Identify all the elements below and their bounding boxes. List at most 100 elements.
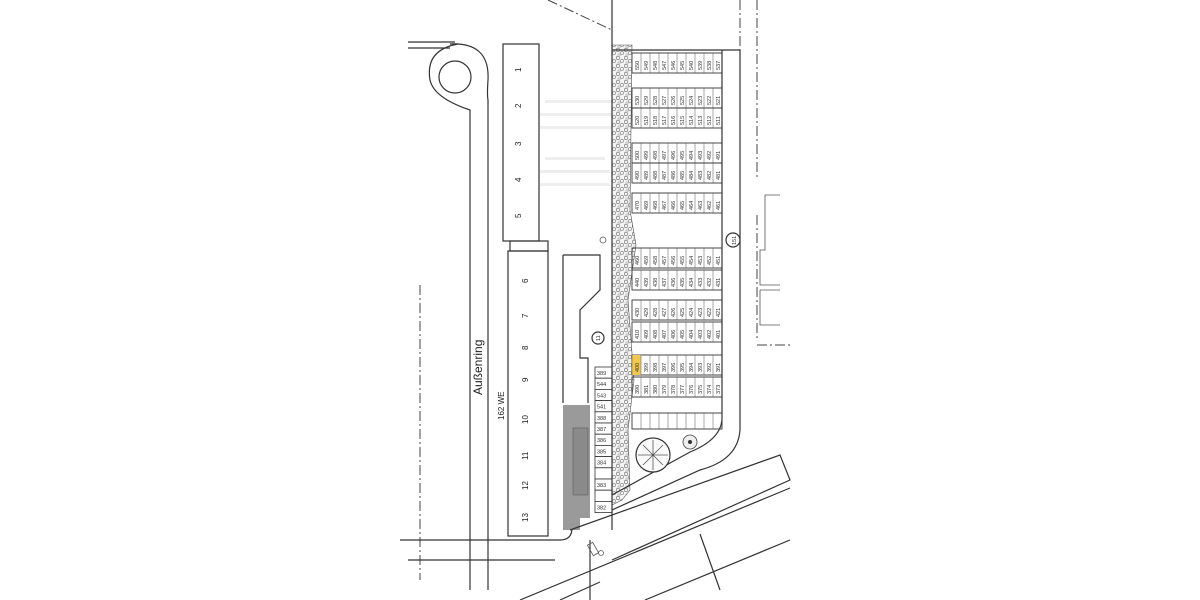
parking-space-number: 379 — [662, 385, 668, 394]
parking-space-number: 524 — [689, 96, 695, 105]
parking-space-number: 435 — [680, 278, 686, 287]
parking-space-number: 410 — [635, 330, 641, 339]
parking-space-number: 467 — [662, 201, 668, 210]
parking-space-number: 486 — [671, 171, 677, 180]
garage-number: 388 — [597, 416, 606, 422]
garage-number: 382 — [597, 505, 606, 511]
parking-space-number: 538 — [707, 61, 713, 70]
parking-space-number: 424 — [689, 308, 695, 317]
parking-space-number: 391 — [716, 363, 722, 372]
parking-space-number: 514 — [689, 116, 695, 125]
parking-space-number: 460 — [635, 256, 641, 265]
parking-space-number: 436 — [671, 278, 677, 287]
parking-space-number: 426 — [671, 308, 677, 317]
parking-space-number: 499 — [644, 151, 650, 160]
parking-space-number: 434 — [689, 278, 695, 287]
parking-space-number: 527 — [662, 96, 668, 105]
building-unit-label: 9 — [521, 377, 530, 382]
parking-space-number: 407 — [662, 330, 668, 339]
faint-scan-text — [540, 100, 615, 186]
parking-space-number: 517 — [662, 116, 668, 125]
building-unit-label: 5 — [514, 213, 523, 218]
parking-space-number: 376 — [689, 385, 695, 394]
parking-space-number: 497 — [662, 151, 668, 160]
parking-space-number: 496 — [671, 151, 677, 160]
parking-space-number: 492 — [707, 151, 713, 160]
parking-space-number: 550 — [635, 61, 641, 70]
parking-space-number: 401 — [716, 330, 722, 339]
parking-space-number: 482 — [707, 171, 713, 180]
parking-space-number: 378 — [671, 385, 677, 394]
shaded-garage-block — [563, 405, 590, 530]
parking-space-number: 529 — [644, 96, 650, 105]
garage-number: 389 — [597, 371, 606, 377]
parking-space-number: 494 — [689, 151, 695, 160]
parking-space-number: 528 — [653, 96, 659, 105]
building-unit-label: 13 — [521, 513, 530, 522]
parking-space-number: 392 — [707, 363, 713, 372]
parking-space-number: 466 — [671, 201, 677, 210]
parking-space-number: 408 — [653, 330, 659, 339]
parking-space-number: 513 — [698, 116, 704, 125]
parking-space-number: 461 — [716, 201, 722, 210]
parking-space-number: 469 — [644, 201, 650, 210]
parking-space-number: 406 — [671, 330, 677, 339]
parking-space-number: 495 — [680, 151, 686, 160]
plot-marker-151: 151 — [732, 236, 738, 245]
parking-space-number: 453 — [698, 256, 704, 265]
building-unit-label: 3 — [514, 141, 523, 146]
building-unit-label: 4 — [514, 177, 523, 182]
parking-space-number: 549 — [644, 61, 650, 70]
parking-space-number: 380 — [653, 385, 659, 394]
garage-number: 384 — [597, 461, 606, 467]
parking-space-number: 397 — [662, 363, 668, 372]
street-label: Außenring — [471, 340, 485, 395]
parking-space-number: 537 — [716, 61, 722, 70]
parking-space-number: 402 — [707, 330, 713, 339]
parking-space-number: 404 — [689, 330, 695, 339]
parking-space-number: 440 — [635, 278, 641, 287]
garage-number: 385 — [597, 449, 606, 455]
parking-space-number: 429 — [644, 308, 650, 317]
parking-space-number: 481 — [716, 171, 722, 180]
parking-space-number: 396 — [671, 363, 677, 372]
garage-number: 541 — [597, 405, 606, 411]
parking-space-number: 491 — [716, 151, 722, 160]
parking-space-number: 456 — [671, 256, 677, 265]
parking-space-number: 374 — [707, 385, 713, 394]
parking-space-number: 511 — [716, 116, 722, 125]
parking-space-number: 390 — [635, 385, 641, 394]
parking-space-number: 487 — [662, 171, 668, 180]
parking-space-number: 521 — [716, 96, 722, 105]
parking-space-number: 394 — [689, 363, 695, 372]
parking-space-number: 431 — [716, 278, 722, 287]
parking-space-number: 462 — [707, 201, 713, 210]
parking-space-number: 485 — [680, 171, 686, 180]
plot-marker-151-circle — [725, 232, 741, 248]
parking-space-number: 526 — [671, 96, 677, 105]
building-unit-label: 12 — [521, 481, 530, 490]
parking-space-number: 547 — [662, 61, 668, 70]
parking-space-number: 438 — [653, 278, 659, 287]
parking-space-number: 423 — [698, 308, 704, 317]
parking-space-number: 488 — [653, 171, 659, 180]
garage-number: 544 — [597, 382, 606, 388]
highlighted-space[interactable] — [632, 355, 641, 375]
parking-space-number: 377 — [680, 385, 686, 394]
parking-space-number: 546 — [671, 61, 677, 70]
parking-space-number: 470 — [635, 201, 641, 210]
parking-space-number: 515 — [680, 116, 686, 125]
parking-space-number: 512 — [707, 116, 713, 125]
parking-space-number: 428 — [653, 308, 659, 317]
parking-space-number: 405 — [680, 330, 686, 339]
parking-space-number: 516 — [671, 116, 677, 125]
parking-space-number: 548 — [653, 61, 659, 70]
parking-space-number: 400 — [635, 363, 641, 372]
parking-space-number: 422 — [707, 308, 713, 317]
parking-space-number: 409 — [644, 330, 650, 339]
parking-space-number: 539 — [698, 61, 704, 70]
tree-large — [635, 437, 671, 473]
parking-space-number: 437 — [662, 278, 668, 287]
parking-space-number: 519 — [644, 116, 650, 125]
